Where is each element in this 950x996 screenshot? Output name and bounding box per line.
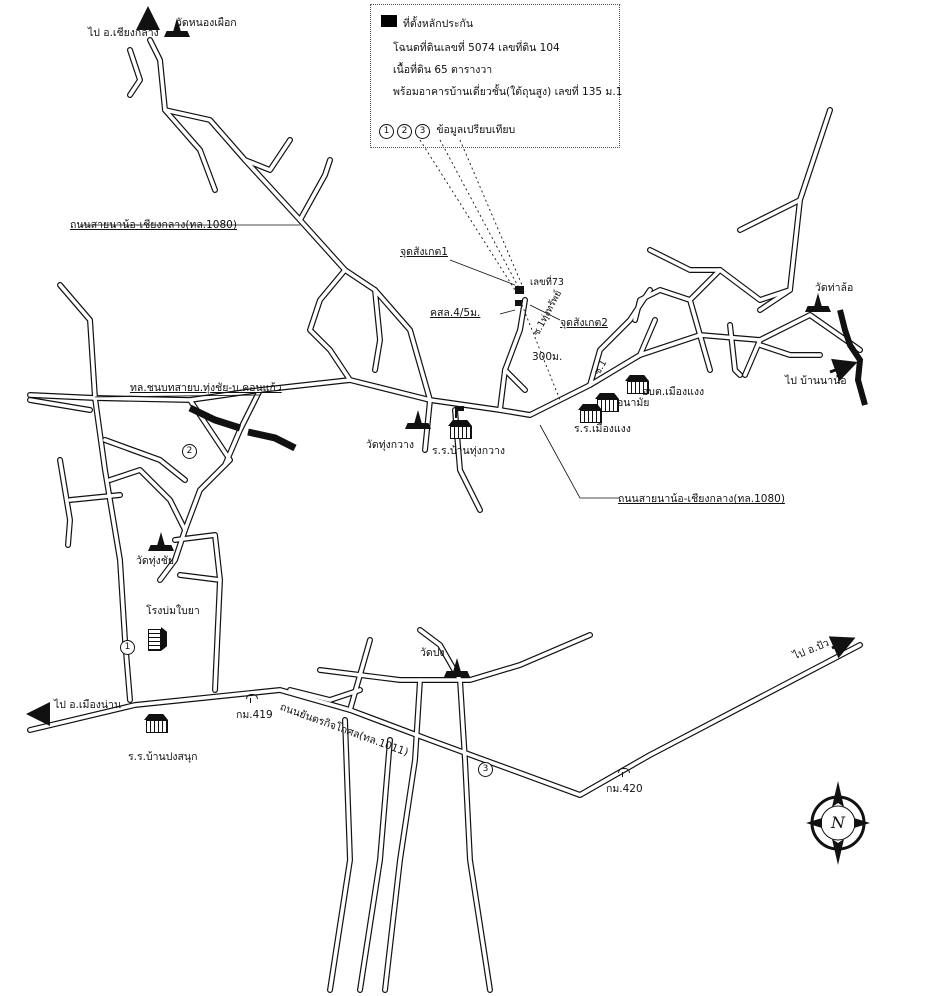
km419-label: กม.419 [236,709,273,721]
flag-icon [455,406,464,418]
school-icon [144,714,174,740]
anamai-label: อนามัย [617,397,650,409]
comparable-marker-3: 3 [478,762,493,777]
compass-north-label: N [831,813,845,832]
factory-icon [149,627,167,651]
temple-icon [164,18,190,38]
temple-icon [805,293,831,313]
comparable-marker-1: 1 [120,640,135,655]
legend-compare-label: ข้อมูลเปรียบเทียบ [436,124,516,136]
road-1080-top-label: ถนนสายนาน้อ-เชียงกลาง(ทล.1080) [70,219,237,231]
legend-marker-2: 2 [397,124,412,139]
leader-lines [80,224,620,499]
km-marker-icon [246,694,258,703]
river-segment [247,428,297,452]
legend-marker-1: 1 [379,124,394,139]
obt-label: อบต.เมืองแงง [642,386,705,398]
direction-arrows [26,6,858,726]
road-1080-right-label: ถนนสายนาน้อ-เชียงกลาง(ทล.1080) [618,493,785,505]
compass-icon [806,781,870,865]
to-mueang-nan-label: ไป อ.เมืองน่าน [54,699,122,711]
legend-line3: พร้อมอาคารบ้านเดี่ยวชั้น(ใต้ถุนสูง) เลขท… [393,86,623,98]
wat-tha-lo-label: วัดท่าล้อ [815,282,854,294]
neighbor-house-icon [515,300,522,306]
school-icon [448,420,472,439]
temple-icon [444,658,470,678]
house-number-label: เลขที่73 [530,277,564,288]
road-tung-chai-label: ทล.ชนบทสายบ.ทุ่งชัย-บ.คอนแก้ว [130,382,282,394]
km420-label: กม.420 [606,783,643,795]
river-segment [188,404,242,432]
school-mueang-ngaeng-label: ร.ร.เมืองแงง [574,423,631,435]
temple-icon [148,532,174,552]
legend-line1: โฉนดที่ดินเลขที่ 5074 เลขที่ดิน 104 [393,42,560,54]
legend-box: ที่ตั้งหลักประกัน โฉนดที่ดินเลขที่ 5074 … [370,4,623,148]
dotted-pointers [419,139,561,401]
collateral-house-icon [515,286,524,294]
to-chiang-klang-label: ไป อ.เชียงกลาง [88,27,159,39]
river-segment [837,309,868,406]
wat-thung-kwang-label: วัดทุ่งกวาง [366,439,415,451]
to-ban-na-lo-label: ไป บ้านนาน้อ [785,375,847,387]
legend-marker-3: 3 [415,124,430,139]
school-icon [578,404,602,423]
lane-label: คสล.4/5ม. [430,307,481,319]
km-marker-icon [618,768,630,777]
school-icon [625,375,649,394]
tobacco-factory-label: โรงบ่มใบยา [146,605,200,617]
distance-label: 300ม. [532,351,563,363]
road-casing [27,37,863,993]
temple-icon [405,410,431,430]
view-point-1-label: จุดสังเกต1 [400,246,448,258]
school-thung-kwang-label: ร.ร.บ้านทุ่งกวาง [432,445,506,457]
school-pong-sanuk-label: ร.ร.บ้านปงสนุก [128,751,198,763]
wat-thung-chai-label: วัดทุ่งชัย [136,555,175,567]
road-fill [28,38,862,992]
wat-nong-pueak-label: วัดหนองเผือก [176,17,237,29]
comparable-marker-2: 2 [182,444,197,459]
legend-title: ที่ตั้งหลักประกัน [403,18,474,30]
view-point-2-label: จุดสังเกต2 [560,317,608,329]
wat-pong-label: วัดปง [420,647,445,659]
legend-line2: เนื้อที่ดิน 65 ตารางวา [393,64,493,76]
collateral-square-icon [381,15,397,27]
